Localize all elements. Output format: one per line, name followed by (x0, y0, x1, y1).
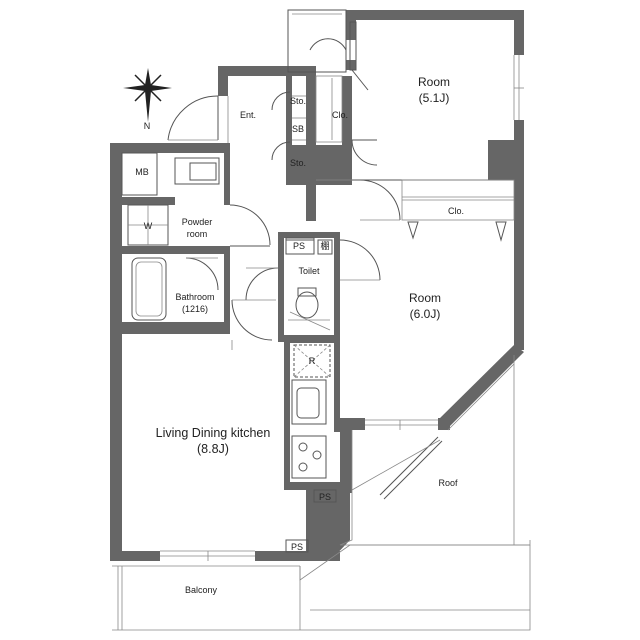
toilet-label: Toilet (298, 266, 320, 276)
bathroom-size: (1216) (182, 304, 208, 314)
ldk-size: (8.8J) (197, 442, 229, 456)
washer-label: W (144, 221, 153, 231)
entrance-label: Ent. (240, 110, 256, 120)
bathroom-name: Bathroom (175, 292, 214, 302)
shelf-label: 棚 (320, 240, 329, 251)
compass-north-label: N (144, 121, 151, 131)
walls (110, 10, 524, 561)
closet-north-label: Clo. (332, 110, 348, 120)
meter-box-label: MB (135, 167, 149, 177)
refrigerator-label: R (309, 356, 316, 366)
pipe-space-toilet-label: PS (293, 241, 305, 251)
roof-label: Roof (438, 478, 458, 488)
storage-lower-label: Sto. (290, 158, 306, 168)
compass-icon (123, 68, 172, 122)
ldk-name: Living Dining kitchen (156, 426, 271, 440)
balcony-label: Balcony (185, 585, 218, 595)
pipe-space-kitchen-label: PS (319, 492, 331, 502)
shoe-box-label: SB (292, 124, 304, 134)
room-east-size: (6.0J) (410, 307, 441, 321)
closet-east-label: Clo. (448, 206, 464, 216)
room-east-name: Room (409, 291, 441, 305)
room-north-name: Room (418, 75, 450, 89)
powder-room-line1: Powder (182, 217, 213, 227)
powder-room-line2: room (187, 229, 208, 239)
pipe-space-balcony-label: PS (291, 542, 303, 552)
room-north-size: (5.1J) (419, 91, 450, 105)
thin-lines (112, 9, 531, 631)
storage-upper-label: Sto. (290, 96, 306, 106)
